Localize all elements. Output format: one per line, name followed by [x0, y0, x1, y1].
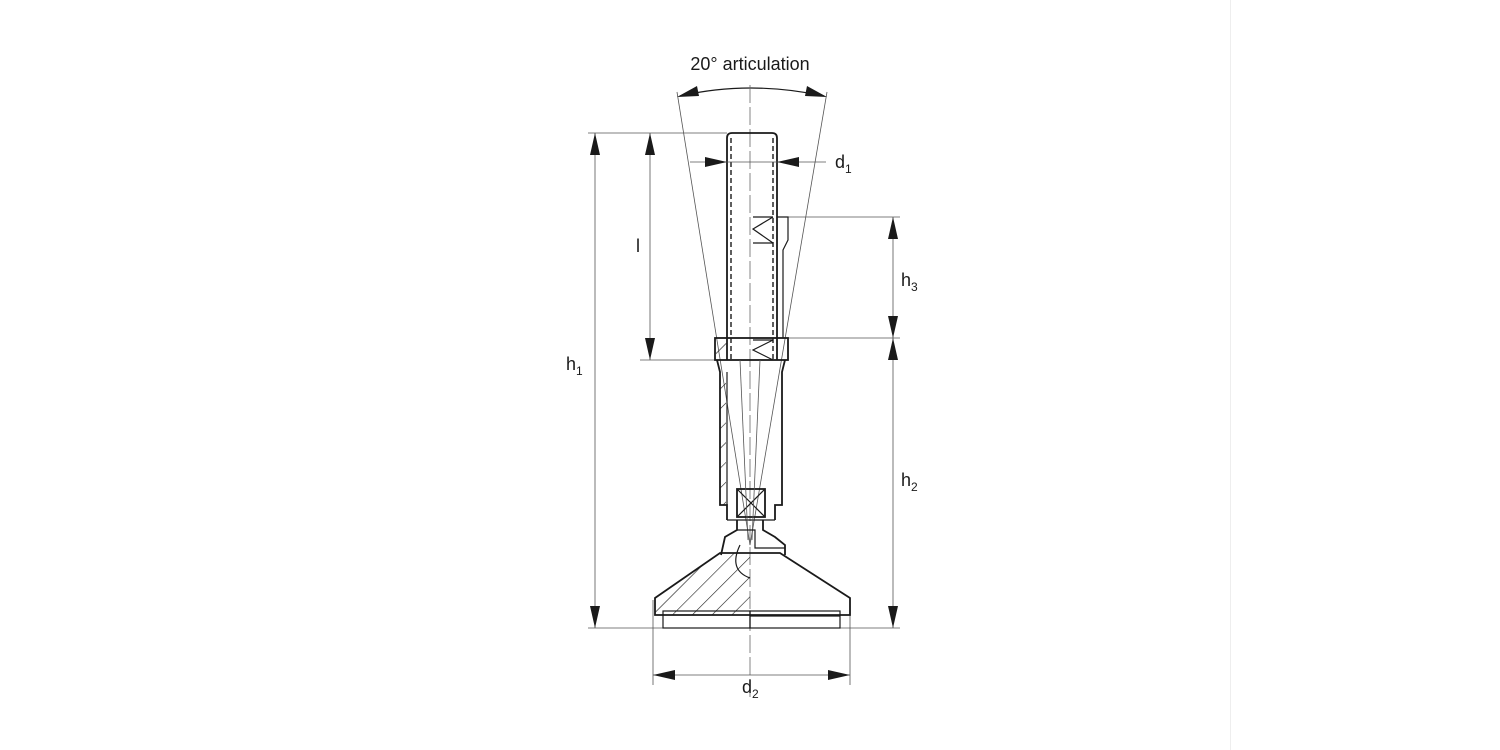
panel-divider	[1230, 0, 1231, 750]
arrowhead	[677, 86, 699, 97]
dimension-d2: d2	[653, 670, 850, 701]
threaded-stud	[726, 132, 789, 360]
dimension-h3: h3	[888, 217, 918, 338]
dimension-h1: h1	[566, 133, 600, 628]
arrowhead	[805, 86, 827, 97]
swivel-base	[654, 520, 851, 629]
extension-lines	[588, 132, 900, 685]
dimension-h2: h2	[888, 338, 918, 628]
h1-label: h1	[566, 354, 583, 378]
dimension-l: l	[636, 133, 655, 360]
articulation-cone	[676, 86, 828, 546]
h2-label: h2	[901, 470, 918, 494]
square-joint-icon	[736, 488, 766, 518]
d1-label: d1	[835, 152, 852, 176]
housing-tube	[716, 359, 786, 541]
h3-label: h3	[901, 270, 918, 294]
articulation-label: 20° articulation	[690, 54, 809, 74]
d2-label: d2	[742, 677, 759, 701]
lock-nut	[714, 337, 789, 361]
l-label: l	[636, 236, 640, 256]
dimension-d1: d1	[690, 152, 852, 176]
